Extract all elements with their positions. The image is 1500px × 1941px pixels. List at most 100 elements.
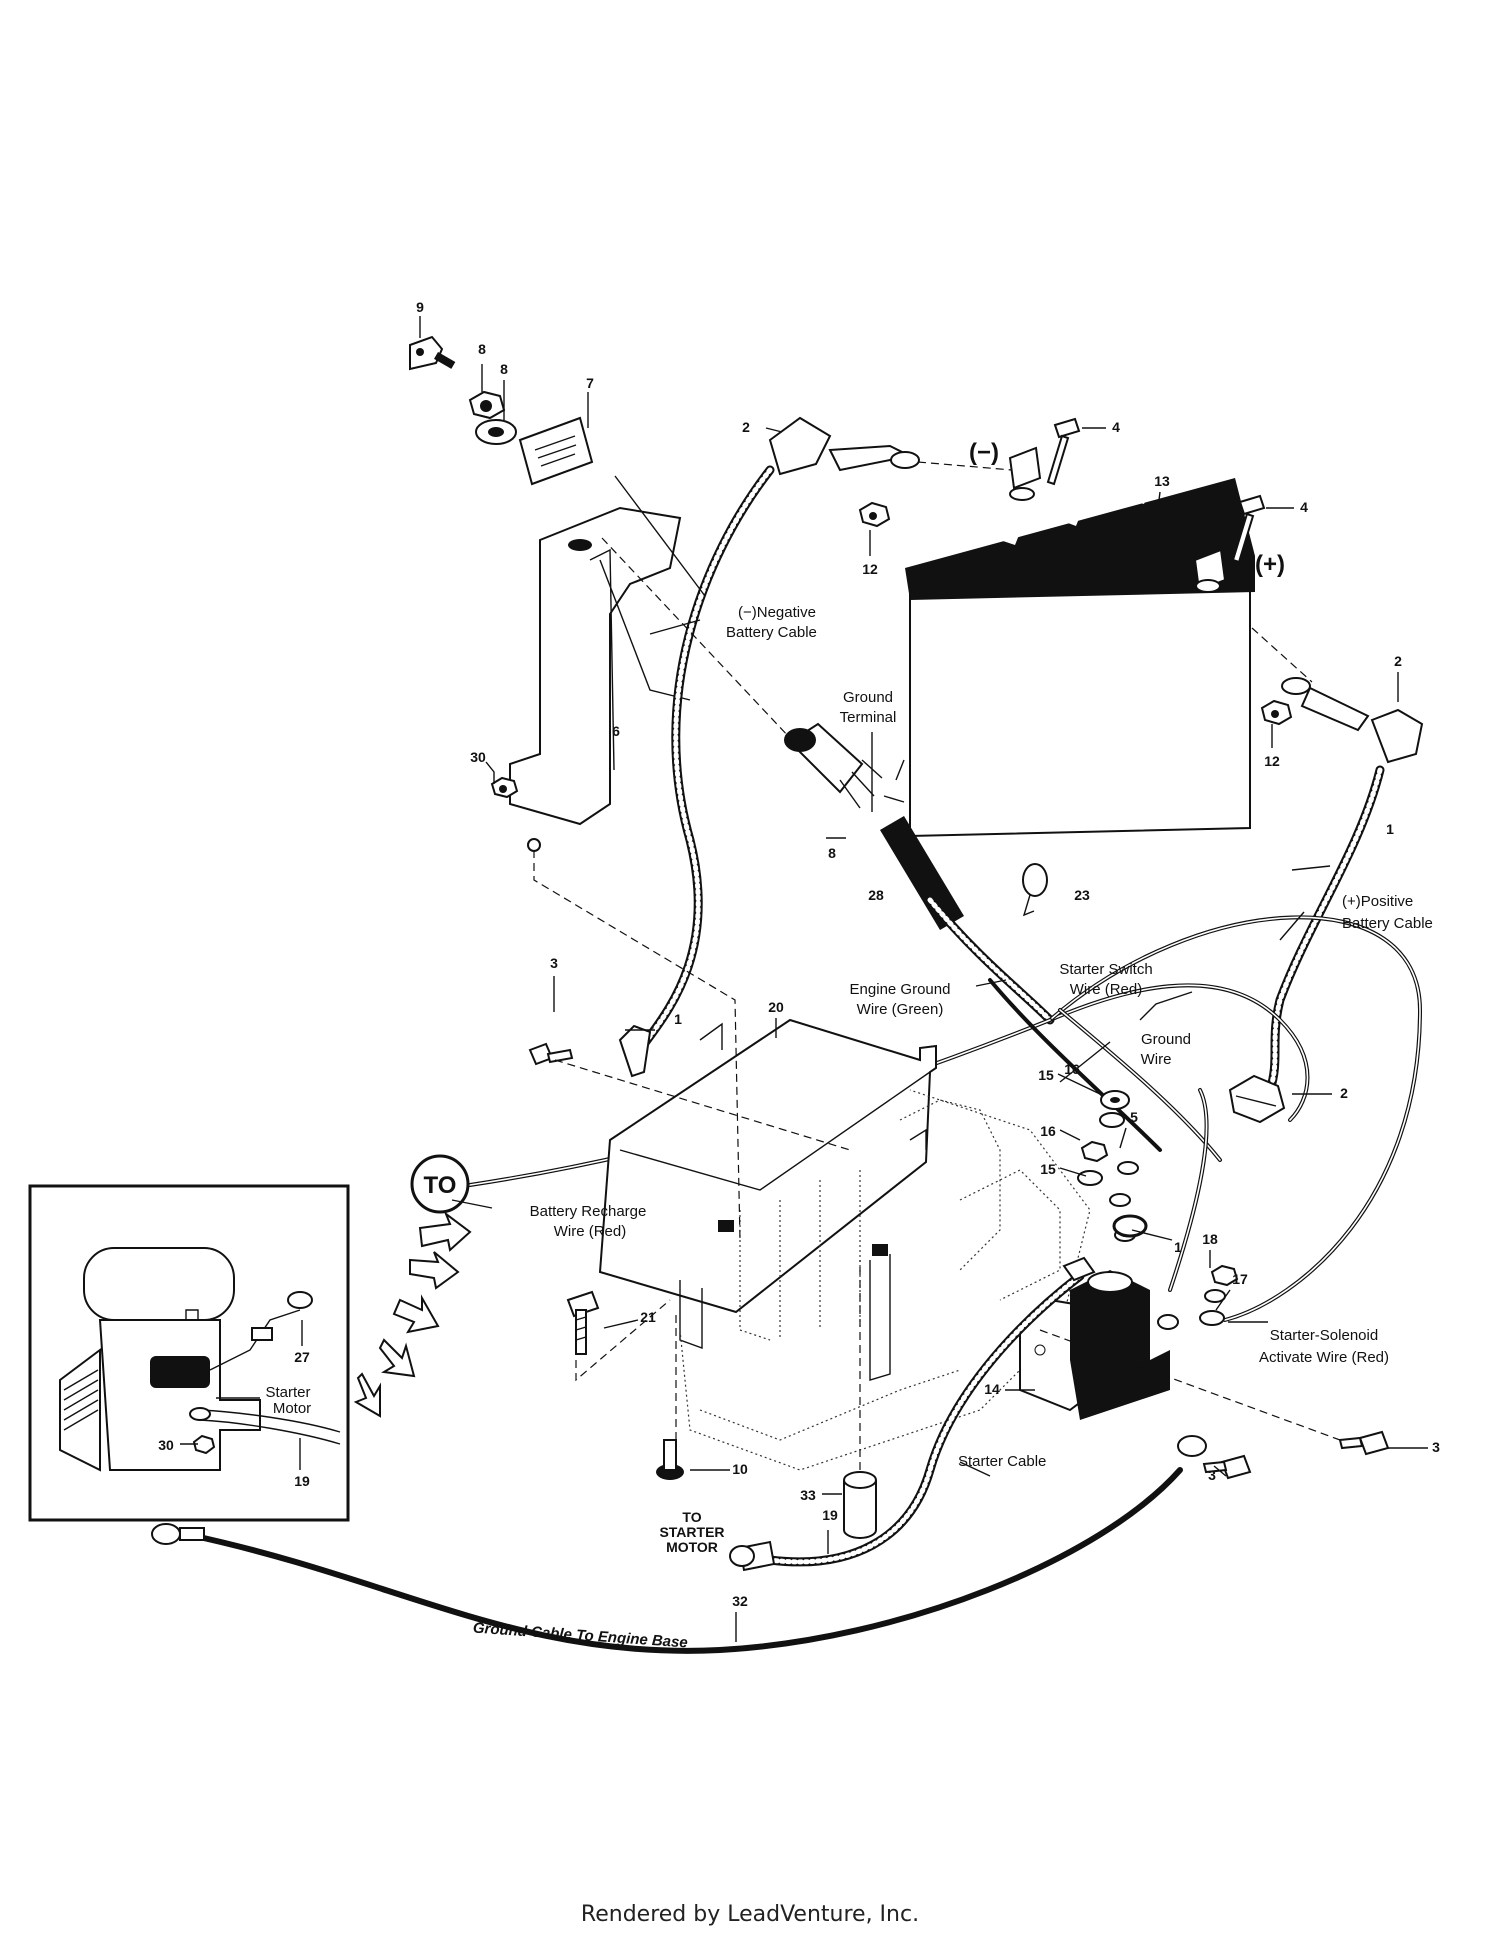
- label-positive-cable-1: Battery Cable: [1342, 915, 1433, 932]
- callout-n30: 30: [470, 749, 486, 765]
- callout-n17: 17: [1232, 1271, 1248, 1287]
- diagram-stroke: [959, 1169, 1061, 1301]
- diagram-stroke: [909, 558, 1251, 838]
- diagram-stroke: [1099, 1112, 1125, 1128]
- callout-n12a: 12: [862, 561, 878, 577]
- diagram-stroke: [480, 400, 492, 412]
- wiring-harness: [880, 816, 1055, 1025]
- diagram-stroke: [1213, 1465, 1227, 1477]
- diagram-stroke: [1000, 482, 1152, 545]
- diagram-stroke: [1204, 1289, 1226, 1303]
- diagram-stroke: [553, 976, 655, 1031]
- callout-n23: 23: [1074, 887, 1090, 903]
- diagram-stroke: [1046, 434, 1070, 486]
- diagram-stroke: [1153, 491, 1161, 541]
- callout-n1c: 1: [1174, 1239, 1182, 1255]
- diagram-stroke: [1279, 865, 1331, 941]
- switch-bracket: [509, 506, 691, 852]
- callout-n1b: 1: [674, 1011, 682, 1027]
- diagram-stroke: [618, 1024, 652, 1078]
- callout-n19a: 19: [822, 1507, 838, 1523]
- callout-n27: 27: [294, 1349, 310, 1365]
- bolt-4a: [1046, 417, 1081, 486]
- diagram-stroke: [619, 1071, 931, 1191]
- diagram-stroke: [739, 1170, 861, 1341]
- diagram-stroke: [1117, 1161, 1139, 1175]
- diagram-stroke: [1157, 1314, 1179, 1330]
- ignition-key: [409, 335, 456, 371]
- diagram-stroke: [189, 1407, 211, 1421]
- diagram-stroke: [534, 435, 577, 467]
- callout-n14: 14: [984, 1381, 1000, 1397]
- diagram-stroke: [378, 1338, 416, 1378]
- label-ground-cable-engine-base: Ground Cable To Engine Base: [472, 1620, 688, 1652]
- diagram-stroke: [895, 759, 905, 781]
- diagram-stroke: [1139, 991, 1193, 1021]
- label-to-badge: TO: [424, 1172, 457, 1199]
- diagram-stroke: [1199, 1310, 1225, 1326]
- diagram-stroke: [179, 1527, 205, 1541]
- diagram-stroke: [1087, 1271, 1133, 1293]
- diagram-stroke: [765, 1271, 1085, 1567]
- diagram-stroke: [546, 1048, 574, 1064]
- diagram-stroke: [637, 467, 773, 1053]
- diagram-stroke: [890, 451, 920, 469]
- label-to-starter-motor-1: STARTER: [659, 1524, 724, 1540]
- diagram-stroke: [527, 838, 541, 852]
- diagram-stroke: [1169, 1089, 1208, 1291]
- diagram-stroke: [1057, 1073, 1101, 1177]
- callout-n7: 7: [586, 375, 594, 391]
- callout-n15a: 15: [1038, 1067, 1054, 1083]
- diagram-stroke: [1281, 677, 1311, 695]
- callout-n3c: 3: [1208, 1467, 1216, 1483]
- nut-18-washer-17: [1157, 1264, 1239, 1330]
- callout-n4b: 4: [1300, 499, 1308, 515]
- callout-n16a: 16: [1064, 1061, 1080, 1077]
- diagram-stroke: [1251, 627, 1313, 683]
- terminal-boot-2c: [1228, 1074, 1286, 1124]
- diagram-stroke: [768, 416, 832, 476]
- diagram-stroke: [1271, 710, 1279, 718]
- engine-outline: [679, 1089, 1091, 1471]
- diagram-stroke: [418, 1211, 472, 1252]
- diagram-stroke: [663, 1439, 677, 1471]
- callout-n19b: 19: [294, 1473, 310, 1489]
- callout-n16b: 16: [1040, 1123, 1056, 1139]
- diagram-stroke: [869, 1254, 891, 1381]
- diagram-stroke: [1039, 1329, 1341, 1441]
- starter-cable: [729, 1256, 1096, 1572]
- label-starter-cable: Starter Cable: [958, 1453, 1046, 1470]
- callout-n6: 6: [612, 723, 620, 739]
- diagram-stroke: [1062, 1256, 1096, 1282]
- switch-decal: [518, 416, 594, 486]
- diagram-stroke: [1034, 1344, 1046, 1356]
- diagram-stroke: [1168, 1088, 1209, 1292]
- bolt-21: [566, 1290, 600, 1355]
- diagram-stroke: [679, 1280, 703, 1349]
- label-starter-switch-wire-0: Starter Switch: [1059, 961, 1152, 978]
- diagram-stroke: [843, 1471, 877, 1489]
- diagram-stroke: [679, 1089, 1091, 1471]
- diagram-stroke: [1338, 1436, 1364, 1450]
- label-engine-ground-wire-1: Wire (Green): [857, 1001, 944, 1018]
- direction-arrows: [353, 1211, 472, 1418]
- diagram-stroke: [975, 979, 1007, 987]
- diagram-stroke: [1059, 1041, 1111, 1083]
- diagram-stroke: [1238, 494, 1266, 516]
- bolt-4b: [1231, 494, 1266, 564]
- diagram-stroke: [1070, 1350, 1170, 1420]
- diagram-stroke: [729, 1545, 755, 1567]
- diagram-stroke: [1070, 1270, 1150, 1380]
- callout-n30b: 30: [158, 1437, 174, 1453]
- callout-n28: 28: [868, 887, 884, 903]
- diagram-stroke: [699, 1369, 961, 1441]
- diagram-stroke: [1131, 1229, 1173, 1241]
- callout-n15b: 15: [1040, 1161, 1056, 1177]
- diagram-stroke: [988, 978, 1162, 1152]
- diagram-stroke: [1110, 1097, 1120, 1103]
- diagram-stroke: [899, 1099, 1001, 1271]
- diagram-stroke: [601, 537, 791, 739]
- label-ground-wire-0: Ground: [1141, 1031, 1191, 1048]
- diagram-stroke: [287, 1291, 313, 1309]
- diagram-stroke: [883, 795, 905, 803]
